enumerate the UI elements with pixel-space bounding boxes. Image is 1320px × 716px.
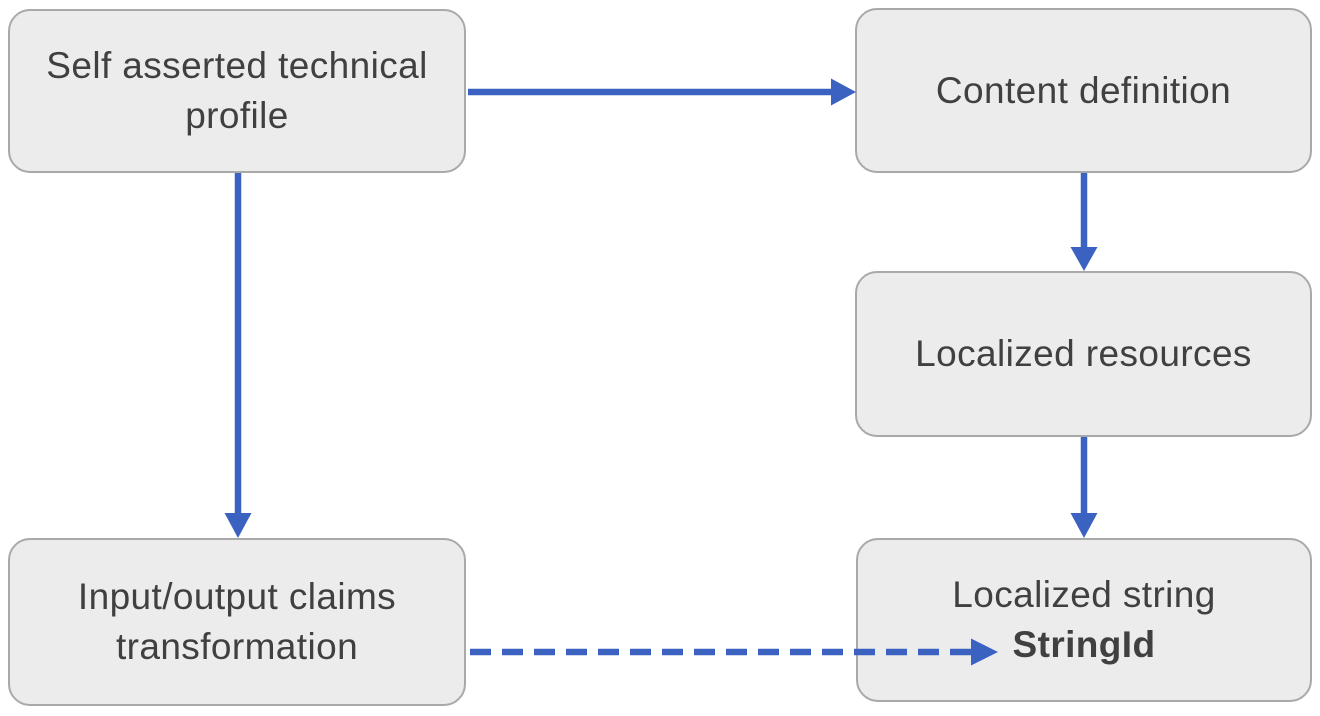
node-label: Content definition [935,69,1232,111]
node-label: Localized string [952,574,1216,615]
node-label: Input/output claims transformation [77,576,397,667]
node-input-output-claims-transformation: Input/output claims transformation [8,538,466,706]
arrow-head-down-icon [224,513,252,538]
arrow-head-down-icon [1070,247,1098,271]
arrow-self-asserted-to-claims-transformation [224,173,252,538]
node-content-definition: Content definition [855,8,1312,173]
arrow-content-definition-to-localized-resources [1070,173,1098,271]
node-sublabel-stringid: StringId [1012,624,1156,665]
arrow-self-asserted-to-content-definition [468,78,856,106]
node-label: Localized resources [915,333,1252,374]
arrow-head-down-icon [1070,513,1098,538]
node-localized-string: Localized string StringId [856,538,1312,702]
node-label: Self asserted technical profile [46,45,428,136]
node-self-asserted-technical-profile: Self asserted technical profile [8,9,466,173]
node-localized-resources: Localized resources [855,271,1312,437]
arrow-head-right-icon [831,78,856,106]
arrow-localized-resources-to-localized-string [1070,437,1098,538]
